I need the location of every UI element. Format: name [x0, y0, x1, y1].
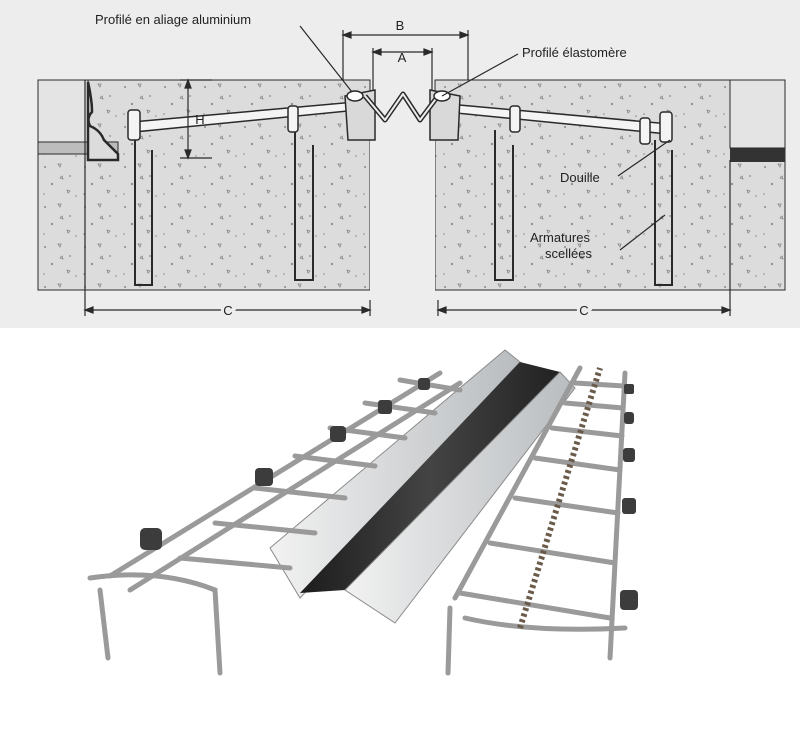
leader-lines: [299, 25, 671, 251]
dimension-c-left-label: C: [223, 303, 232, 318]
expansion-joint-illustration: [87, 349, 638, 676]
dimension-c-right-label: C: [579, 303, 588, 318]
curb-profile: [86, 81, 120, 162]
bushing-label: Douille: [560, 170, 600, 185]
right-tie-bar: [445, 103, 673, 145]
right-anchor-ladder: [445, 365, 628, 676]
right-anchors: [494, 130, 673, 286]
dimension-a-label: A: [398, 50, 407, 65]
elastomer-profile-label: Profilé élastomère: [522, 45, 627, 60]
anchors-label-line1: Armatures: [530, 230, 590, 245]
cross-section-drawing: Profilé en aliage aluminium Profilé élas…: [37, 12, 786, 321]
dimension-h-label: H: [195, 112, 204, 127]
left-anchor-nuts: [140, 378, 430, 550]
left-bushing: [346, 90, 364, 102]
right-anchor-nuts: [620, 384, 638, 610]
left-anchors: [134, 130, 314, 286]
cross-section-panel: Profilé en aliage aluminium Profilé élas…: [0, 0, 800, 328]
elastomer-seal: [300, 362, 560, 593]
isometric-illustration-panel: [0, 328, 800, 730]
left-anchor-cage: [87, 370, 463, 676]
joint-gap: [370, 110, 435, 310]
anchors-label-line2: scellées: [545, 246, 592, 261]
dimension-lines: [83, 30, 732, 316]
right-aluminium-rail: [344, 371, 576, 624]
aluminium-profile-label: Profilé en aliage aluminium: [95, 12, 251, 27]
right-pavement: [730, 148, 785, 162]
dimension-b-label: B: [396, 18, 405, 33]
